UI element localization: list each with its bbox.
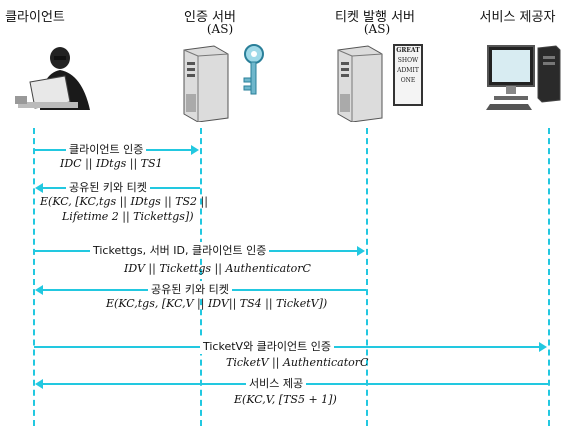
lane-sub-tgs: (AS) xyxy=(363,22,391,36)
lifeline-tgs xyxy=(366,128,368,426)
message-content: TicketV || AuthenticatorC xyxy=(226,356,369,369)
lifeline-as xyxy=(200,128,202,426)
message-content: IDC || IDtgs || TS1 xyxy=(60,157,163,170)
server-tower-icon xyxy=(183,45,229,122)
message-label: 클라이언트 인증 xyxy=(66,141,147,157)
lane-title-tgs: 티켓 발행 서버 xyxy=(334,10,416,25)
lane-title-as: 인증 서버 xyxy=(184,10,236,25)
message-content: E(KC, [KC,tgs || IDtgs || TS2 || xyxy=(40,195,208,208)
message-content: IDV || Tickettgs || AuthenticatorC xyxy=(124,262,311,275)
lane-title-service: 서비스 제공자 xyxy=(479,10,556,25)
desktop-computer-icon xyxy=(486,45,561,110)
person-laptop-icon xyxy=(15,47,90,110)
message-label: TicketV와 클라이언트 인증 xyxy=(200,338,335,354)
ticket-line: ADMIT xyxy=(397,67,419,74)
ticket-line: GREAT xyxy=(396,47,420,54)
key-icon xyxy=(243,44,264,95)
message-label: 공유된 키와 티켓 xyxy=(66,179,150,195)
message-label: Tickettgs, 서버 ID, 클라이언트 인증 xyxy=(90,242,270,258)
ticket-icon: GREAT SHOW ADMIT ONE xyxy=(393,44,423,106)
message-content: E(KC,tgs, [KC,V || IDV|| TS4 || TicketV]… xyxy=(106,297,328,310)
lane-sub-as: (AS) xyxy=(206,22,234,36)
message-content: Lifetime 2 || Tickettgs]) xyxy=(62,210,194,223)
message-label: 서비스 제공 xyxy=(246,375,307,391)
message-label: 공유된 키와 티켓 xyxy=(148,281,232,297)
message-content: E(KC,V, [TS5 + 1]) xyxy=(234,393,337,406)
lifeline-client xyxy=(33,128,35,426)
ticket-line: SHOW xyxy=(397,57,419,64)
ticket-line: ONE xyxy=(400,77,416,84)
server-tower-icon xyxy=(337,45,383,122)
lifeline-service xyxy=(548,128,550,426)
lane-title-client: 클라이언트 xyxy=(5,10,65,25)
